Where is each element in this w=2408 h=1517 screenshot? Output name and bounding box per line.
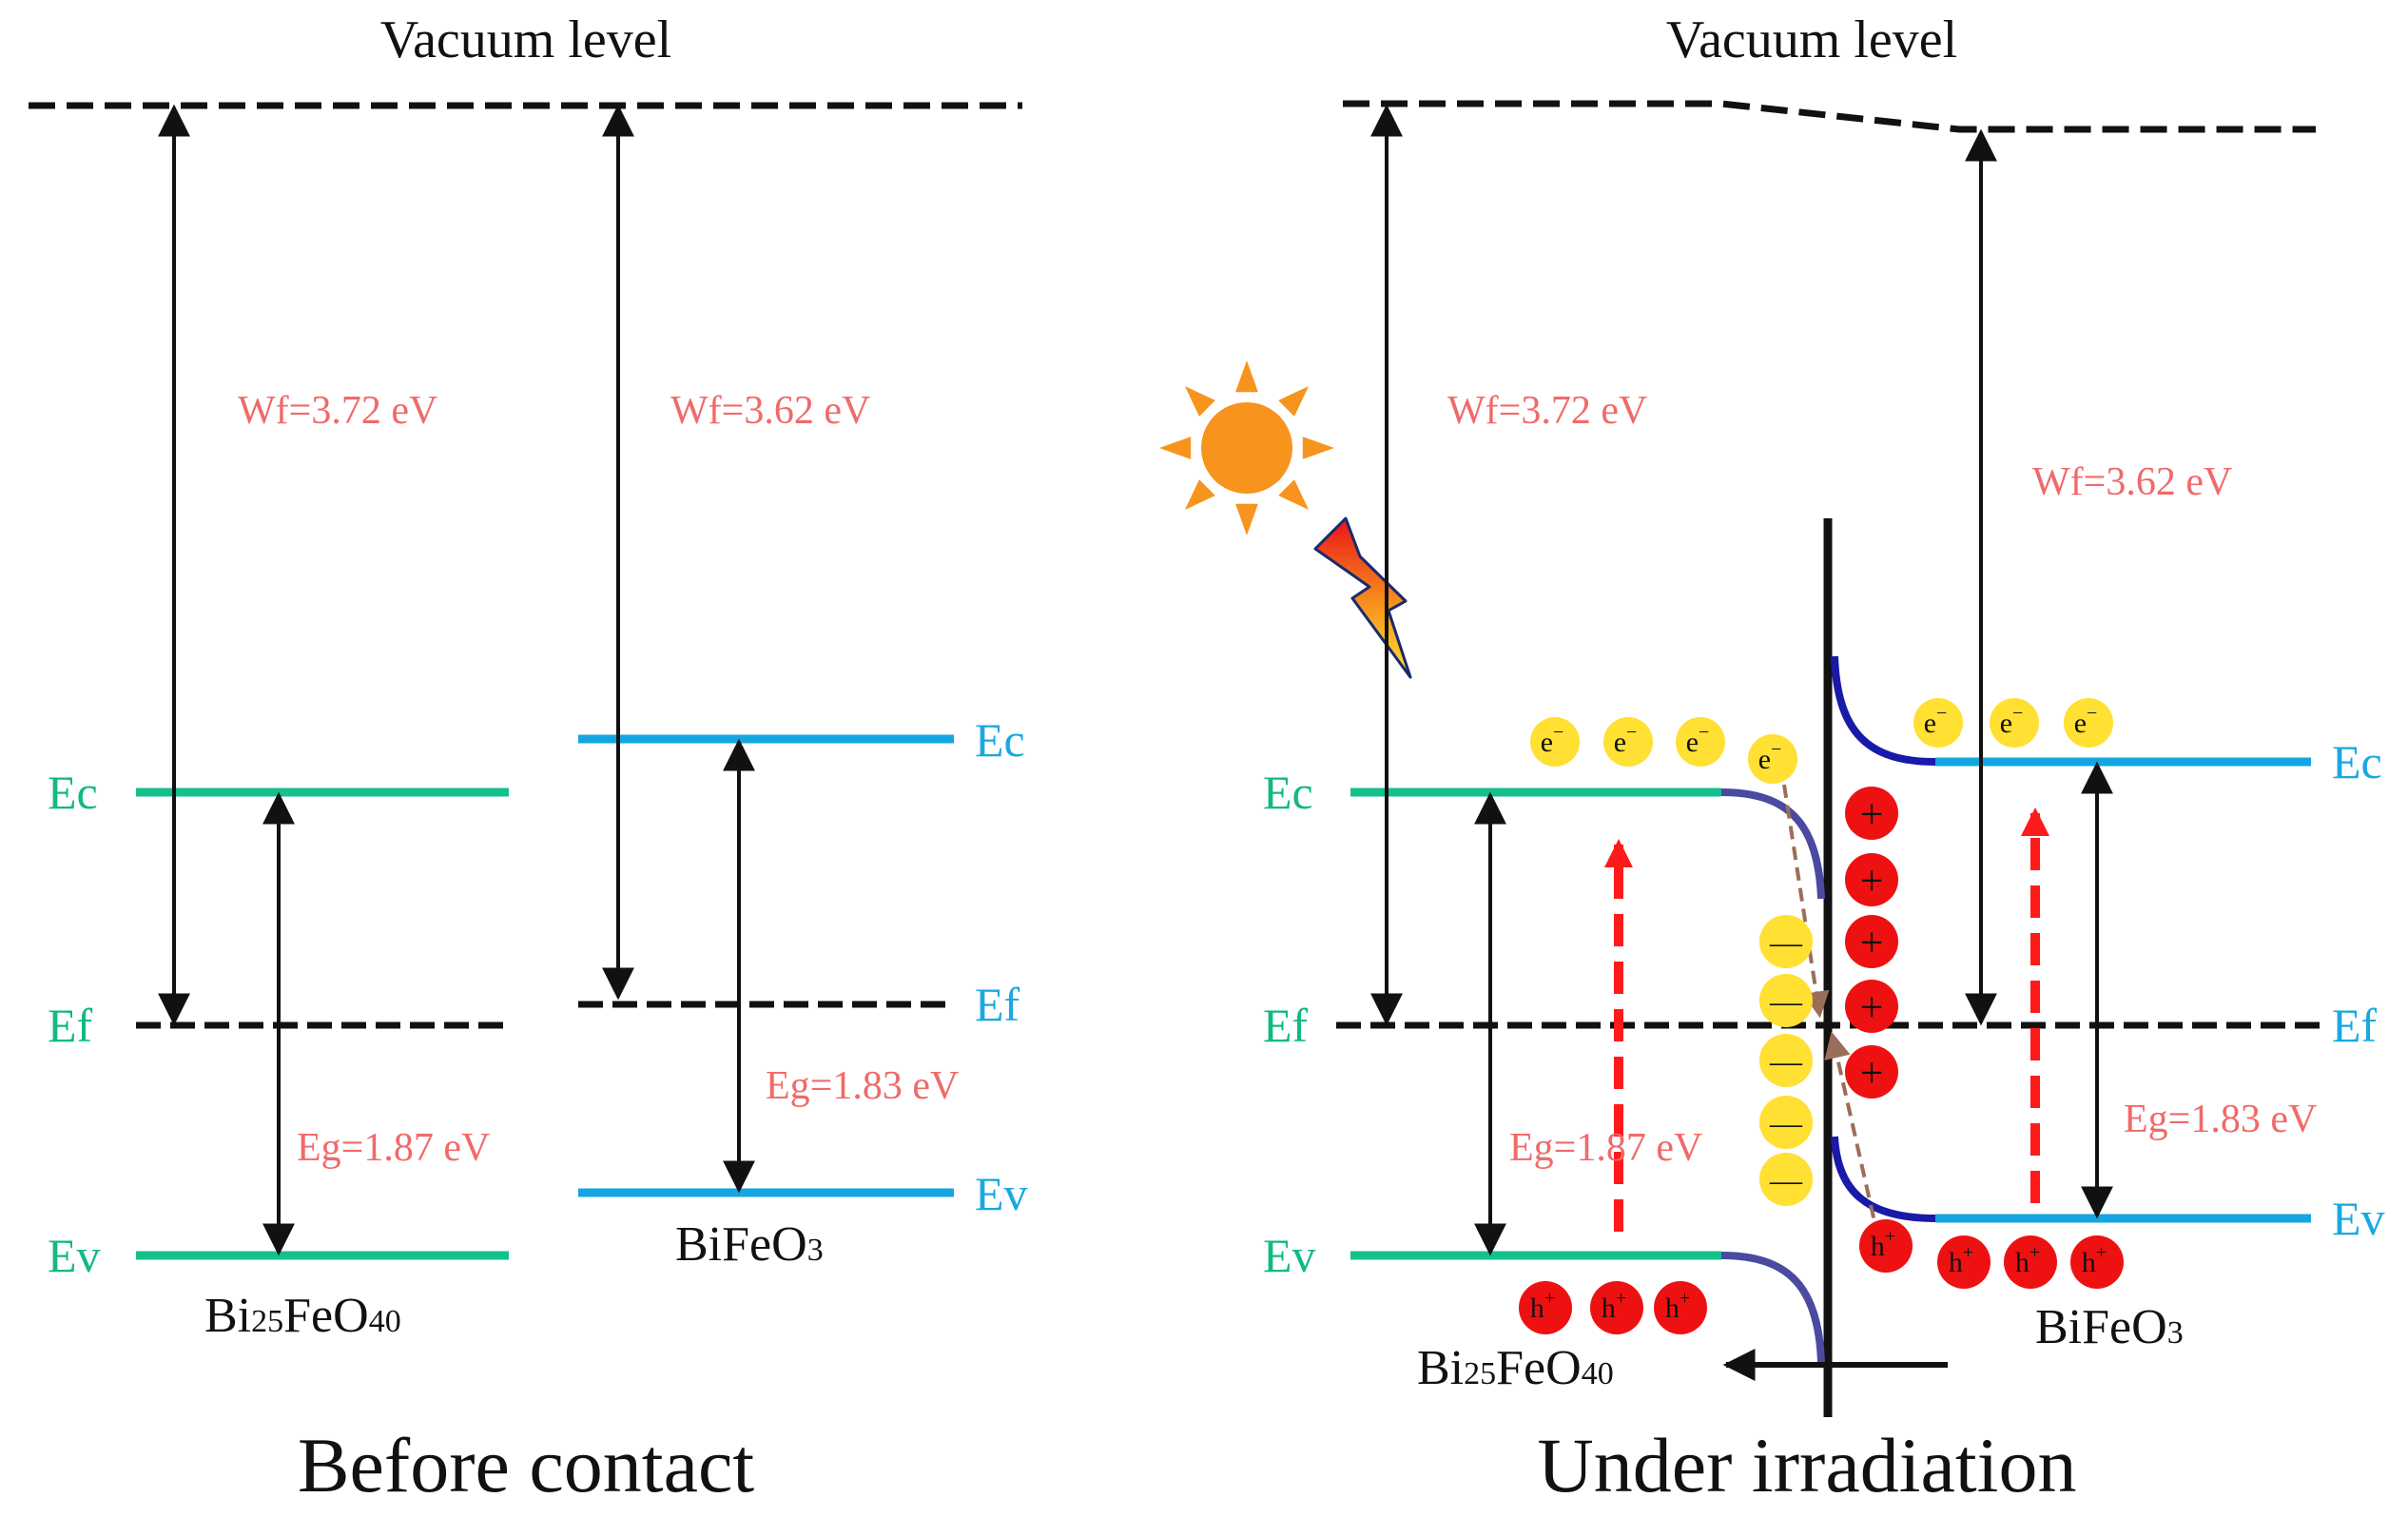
sun-ray	[1235, 503, 1258, 535]
negative-charge: —	[1759, 915, 1813, 968]
bi25-ec-label: Ec	[48, 766, 98, 819]
vacuum-level-label-irradiated: Vacuum level	[1666, 10, 1957, 69]
svg-text:+: +	[1860, 790, 1884, 837]
svg-text:h+: h+	[1530, 1288, 1555, 1324]
hole-transfer-arrow	[1824, 1031, 1880, 1239]
sun-icon	[1159, 360, 1334, 535]
panel-under-irradiation: Vacuum level Wf=3.72 eV Eg=1.87 eV Ec Ef…	[1159, 10, 2385, 1508]
bifeo3-ef-label: Ef	[975, 978, 1020, 1031]
svg-text:e−: e−	[2074, 703, 2098, 739]
bi25-ef-label-irradiated: Ef	[1263, 999, 1309, 1052]
bifeo3-ec-label: Ec	[975, 713, 1025, 767]
bi25-wf-label-irradiated: Wf=3.72 eV	[1447, 389, 1647, 433]
sun-ray	[1159, 437, 1192, 459]
electron: e−	[1676, 717, 1725, 767]
hole: h+	[1590, 1281, 1643, 1334]
svg-text:e−: e−	[1686, 722, 1710, 758]
svg-text:+: +	[1860, 857, 1884, 904]
bi25-ec-label-irradiated: Ec	[1263, 766, 1313, 819]
svg-text:e−: e−	[1924, 703, 1948, 739]
bifeo3-eg-label-irradiated: Eg=1.83 eV	[2124, 1098, 2317, 1141]
svg-text:h+: h+	[2015, 1242, 2040, 1278]
svg-text:—: —	[1769, 1106, 1803, 1141]
electron: e−	[1748, 734, 1797, 784]
electron-transfer-arrow	[1782, 784, 1830, 1019]
negative-charge: —	[1759, 1096, 1813, 1149]
svg-text:—: —	[1769, 1163, 1803, 1198]
positive-charge: +	[1845, 915, 1898, 968]
negative-charge: —	[1759, 1153, 1813, 1206]
hole: h+	[1937, 1235, 1990, 1289]
negative-charge: —	[1759, 974, 1813, 1027]
caption-before-contact: Before contact	[298, 1422, 755, 1508]
svg-text:+: +	[1860, 919, 1884, 965]
bifeo3-ec-label-irradiated: Ec	[2332, 735, 2382, 788]
bi25-ev-label-irradiated: Ev	[1263, 1229, 1316, 1282]
electron: e−	[1530, 717, 1580, 767]
electron: e−	[1603, 717, 1653, 767]
positive-charge: +	[1845, 853, 1898, 906]
svg-text:h+: h+	[1665, 1288, 1690, 1324]
bi25-material-label: Bi25FeO40	[204, 1289, 401, 1343]
svg-text:e−: e−	[2000, 703, 2024, 739]
hole: h+	[2004, 1235, 2057, 1289]
bifeo3-ev-label-irradiated: Ev	[2332, 1192, 2385, 1245]
sun-ray	[1278, 479, 1310, 511]
vacuum-level-label: Vacuum level	[380, 10, 671, 69]
hole: h+	[2070, 1235, 2124, 1289]
sun-ray	[1184, 479, 1215, 511]
lightning-icon	[1313, 516, 1412, 679]
bi25-conduction-band-bend	[1720, 788, 1825, 900]
sun-ray	[1184, 385, 1215, 417]
bi25-valence-band-bend	[1720, 1252, 1825, 1363]
svg-text:h+: h+	[1949, 1242, 1973, 1278]
svg-text:+: +	[1860, 1049, 1884, 1096]
electron: e−	[1913, 698, 1963, 748]
bifeo3-valence-band-bend	[1831, 1136, 1936, 1222]
svg-text:e−: e−	[1758, 739, 1782, 775]
caption-under-irradiation: Under irradiation	[1538, 1422, 2077, 1508]
svg-text:e−: e−	[1614, 722, 1638, 758]
bi25-wf-label: Wf=3.72 eV	[238, 389, 437, 433]
electron: e−	[2064, 698, 2113, 748]
bi25-ev-label: Ev	[48, 1229, 101, 1282]
positive-charge: +	[1845, 787, 1898, 840]
svg-text:h+: h+	[2082, 1242, 2107, 1278]
bi25-material-label-irradiated: Bi25FeO40	[1417, 1341, 1614, 1395]
svg-text:h+: h+	[1602, 1288, 1626, 1324]
vacuum-level-line-bent	[1343, 100, 2316, 133]
bi25-eg-label-irradiated: Eg=1.87 eV	[1509, 1126, 1702, 1170]
bifeo3-ef-label-irradiated: Ef	[2332, 999, 2378, 1052]
hole: h+	[1654, 1281, 1707, 1334]
svg-text:h+: h+	[1871, 1226, 1895, 1262]
sun-ray	[1235, 360, 1258, 393]
bifeo3-eg-label: Eg=1.83 eV	[766, 1064, 959, 1108]
positive-charge: +	[1845, 1045, 1898, 1099]
sun-ray	[1278, 385, 1310, 417]
svg-text:—: —	[1769, 984, 1803, 1020]
sun-ray	[1302, 437, 1334, 459]
svg-text:+: +	[1860, 983, 1884, 1030]
svg-text:—: —	[1769, 925, 1803, 961]
bifeo3-conduction-band-bend	[1831, 655, 1936, 766]
bifeo3-material-label-irradiated: BiFeO3	[2035, 1300, 2184, 1354]
bi25-ef-label: Ef	[48, 999, 93, 1052]
bi25-eg-label: Eg=1.87 eV	[297, 1126, 490, 1170]
electron: e−	[1990, 698, 2039, 748]
charge-carriers: e− e− e− e− e− e− e− h+ h+ h+ h+ h+ h+ h+ — — — — — + + + + +	[1519, 698, 2124, 1334]
bifeo3-material-label: BiFeO3	[675, 1217, 824, 1272]
bifeo3-wf-label-irradiated: Wf=3.62 eV	[2032, 460, 2232, 504]
hole: h+	[1519, 1281, 1572, 1334]
bifeo3-ev-label: Ev	[975, 1167, 1028, 1220]
bifeo3-wf-label: Wf=3.62 eV	[670, 389, 870, 433]
svg-text:e−: e−	[1541, 722, 1564, 758]
panel-before-contact: Vacuum level Wf=3.72 eV Eg=1.87 eV Ec Ef…	[29, 10, 1028, 1508]
svg-text:—: —	[1769, 1044, 1803, 1079]
negative-charge: —	[1759, 1034, 1813, 1087]
hole: h+	[1859, 1219, 1913, 1273]
positive-charge: +	[1845, 980, 1898, 1033]
